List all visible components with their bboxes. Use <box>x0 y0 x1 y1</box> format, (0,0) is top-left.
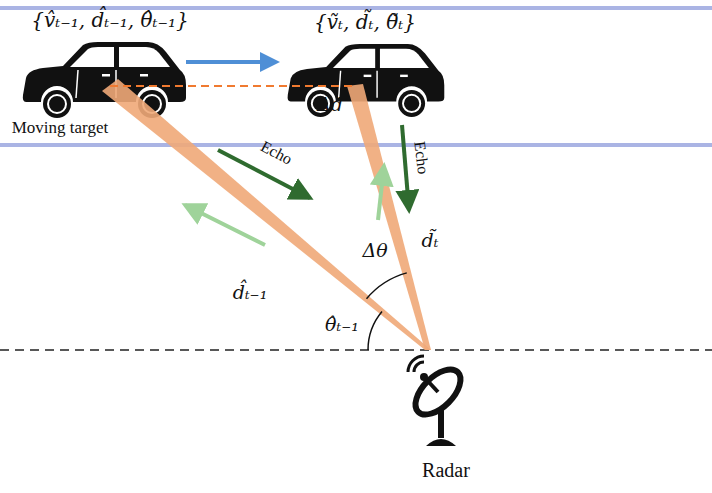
motion-arrow <box>186 60 276 64</box>
echo-arrow <box>402 125 409 210</box>
radar-beam <box>347 84 431 350</box>
state-set: {ṽₜ, d̃ₜ, θ̃ₜ} <box>314 11 416 33</box>
echo-label: Echo <box>410 141 431 176</box>
road-edge <box>0 143 712 147</box>
displacement-line <box>110 85 355 87</box>
distance-label: d̃ₜ <box>422 230 439 251</box>
angle-label: θ̂ₜ₋₁ <box>325 314 359 335</box>
angle-arc <box>368 312 382 350</box>
car-icon <box>23 42 186 118</box>
transmit-arrow <box>378 166 384 220</box>
distance-label: Δd <box>317 94 343 115</box>
transmit-arrow <box>185 205 265 245</box>
distance-label: d̂ₜ₋₁ <box>233 282 268 303</box>
echo-label: Echo <box>257 138 294 169</box>
target-caption: Moving target <box>12 119 108 138</box>
radar-beam <box>102 79 431 350</box>
angle-label: Δθ <box>362 240 387 261</box>
state-set: {v̂ₜ₋₁, d̂ₜ₋₁, θ̂ₜ₋₁} <box>31 9 189 31</box>
radar-caption: Radar <box>422 459 470 481</box>
radar-icon <box>408 356 469 446</box>
reference-line <box>0 349 712 351</box>
echo-arrow <box>218 150 310 198</box>
angle-arc <box>367 273 407 299</box>
